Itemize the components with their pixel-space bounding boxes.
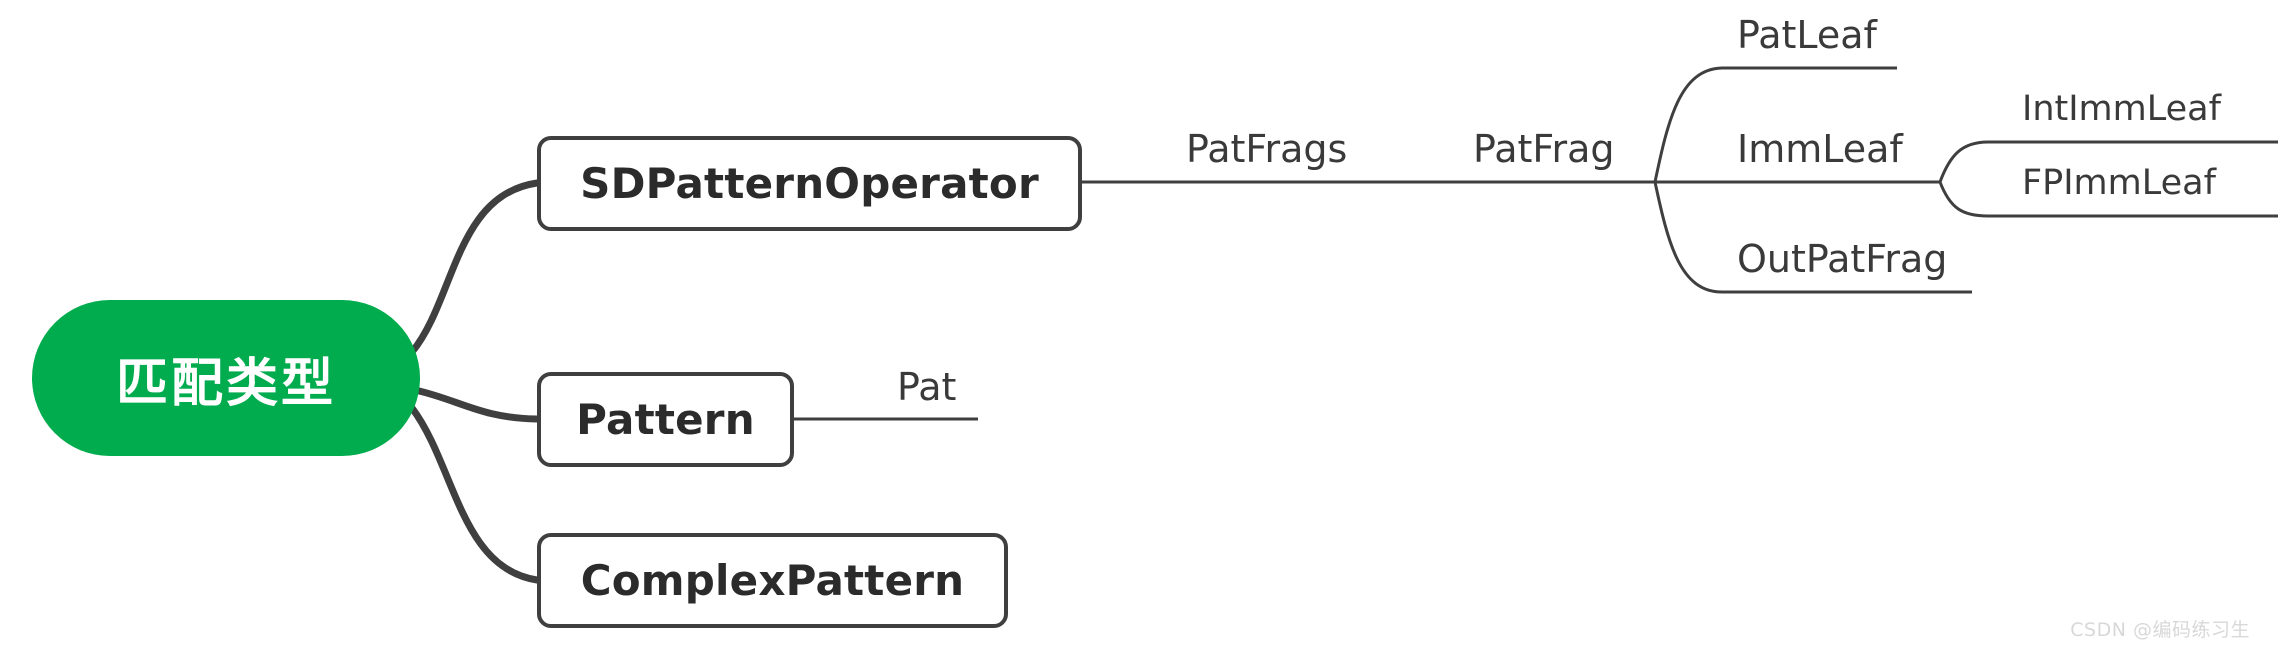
- label-intimmleaf[interactable]: IntImmLeaf: [2022, 89, 2221, 129]
- label-fpimmleaf[interactable]: FPImmLeaf: [2022, 163, 2216, 203]
- edge-patfrag-to-outpatfrag: [1653, 181, 1972, 294]
- node-complexpattern[interactable]: ComplexPattern: [537, 533, 1008, 628]
- csdn-watermark: CSDN @编码练习生: [2070, 619, 2250, 641]
- node-pattern-label: Pattern: [576, 395, 755, 444]
- label-patleaf[interactable]: PatLeaf: [1737, 13, 1877, 57]
- edge-immleaf-to-intimmleaf: [1938, 140, 2278, 183]
- edge-patfrag-to-patleaf: [1653, 66, 1897, 183]
- edge-root-to-sdpatternoperator: [408, 179, 541, 356]
- label-outpatfrag[interactable]: OutPatFrag: [1737, 237, 1948, 281]
- label-patfrag[interactable]: PatFrag: [1473, 127, 1615, 171]
- edge-root-to-complexpattern: [408, 404, 541, 584]
- edge-immleaf-to-fpimmleaf: [1938, 181, 2278, 218]
- label-patfrags[interactable]: PatFrags: [1186, 127, 1348, 171]
- root-node[interactable]: 匹配类型: [32, 300, 420, 456]
- edge-root-to-pattern: [411, 386, 541, 423]
- root-node-label: 匹配类型: [115, 353, 336, 414]
- label-immleaf[interactable]: ImmLeaf: [1737, 127, 1903, 171]
- node-complexpattern-label: ComplexPattern: [580, 556, 965, 605]
- node-sdpatternoperator[interactable]: SDPatternOperator: [537, 136, 1082, 231]
- node-pattern[interactable]: Pattern: [537, 372, 794, 467]
- label-pat[interactable]: Pat: [897, 365, 957, 409]
- node-sdpatternoperator-label: SDPatternOperator: [580, 159, 1039, 208]
